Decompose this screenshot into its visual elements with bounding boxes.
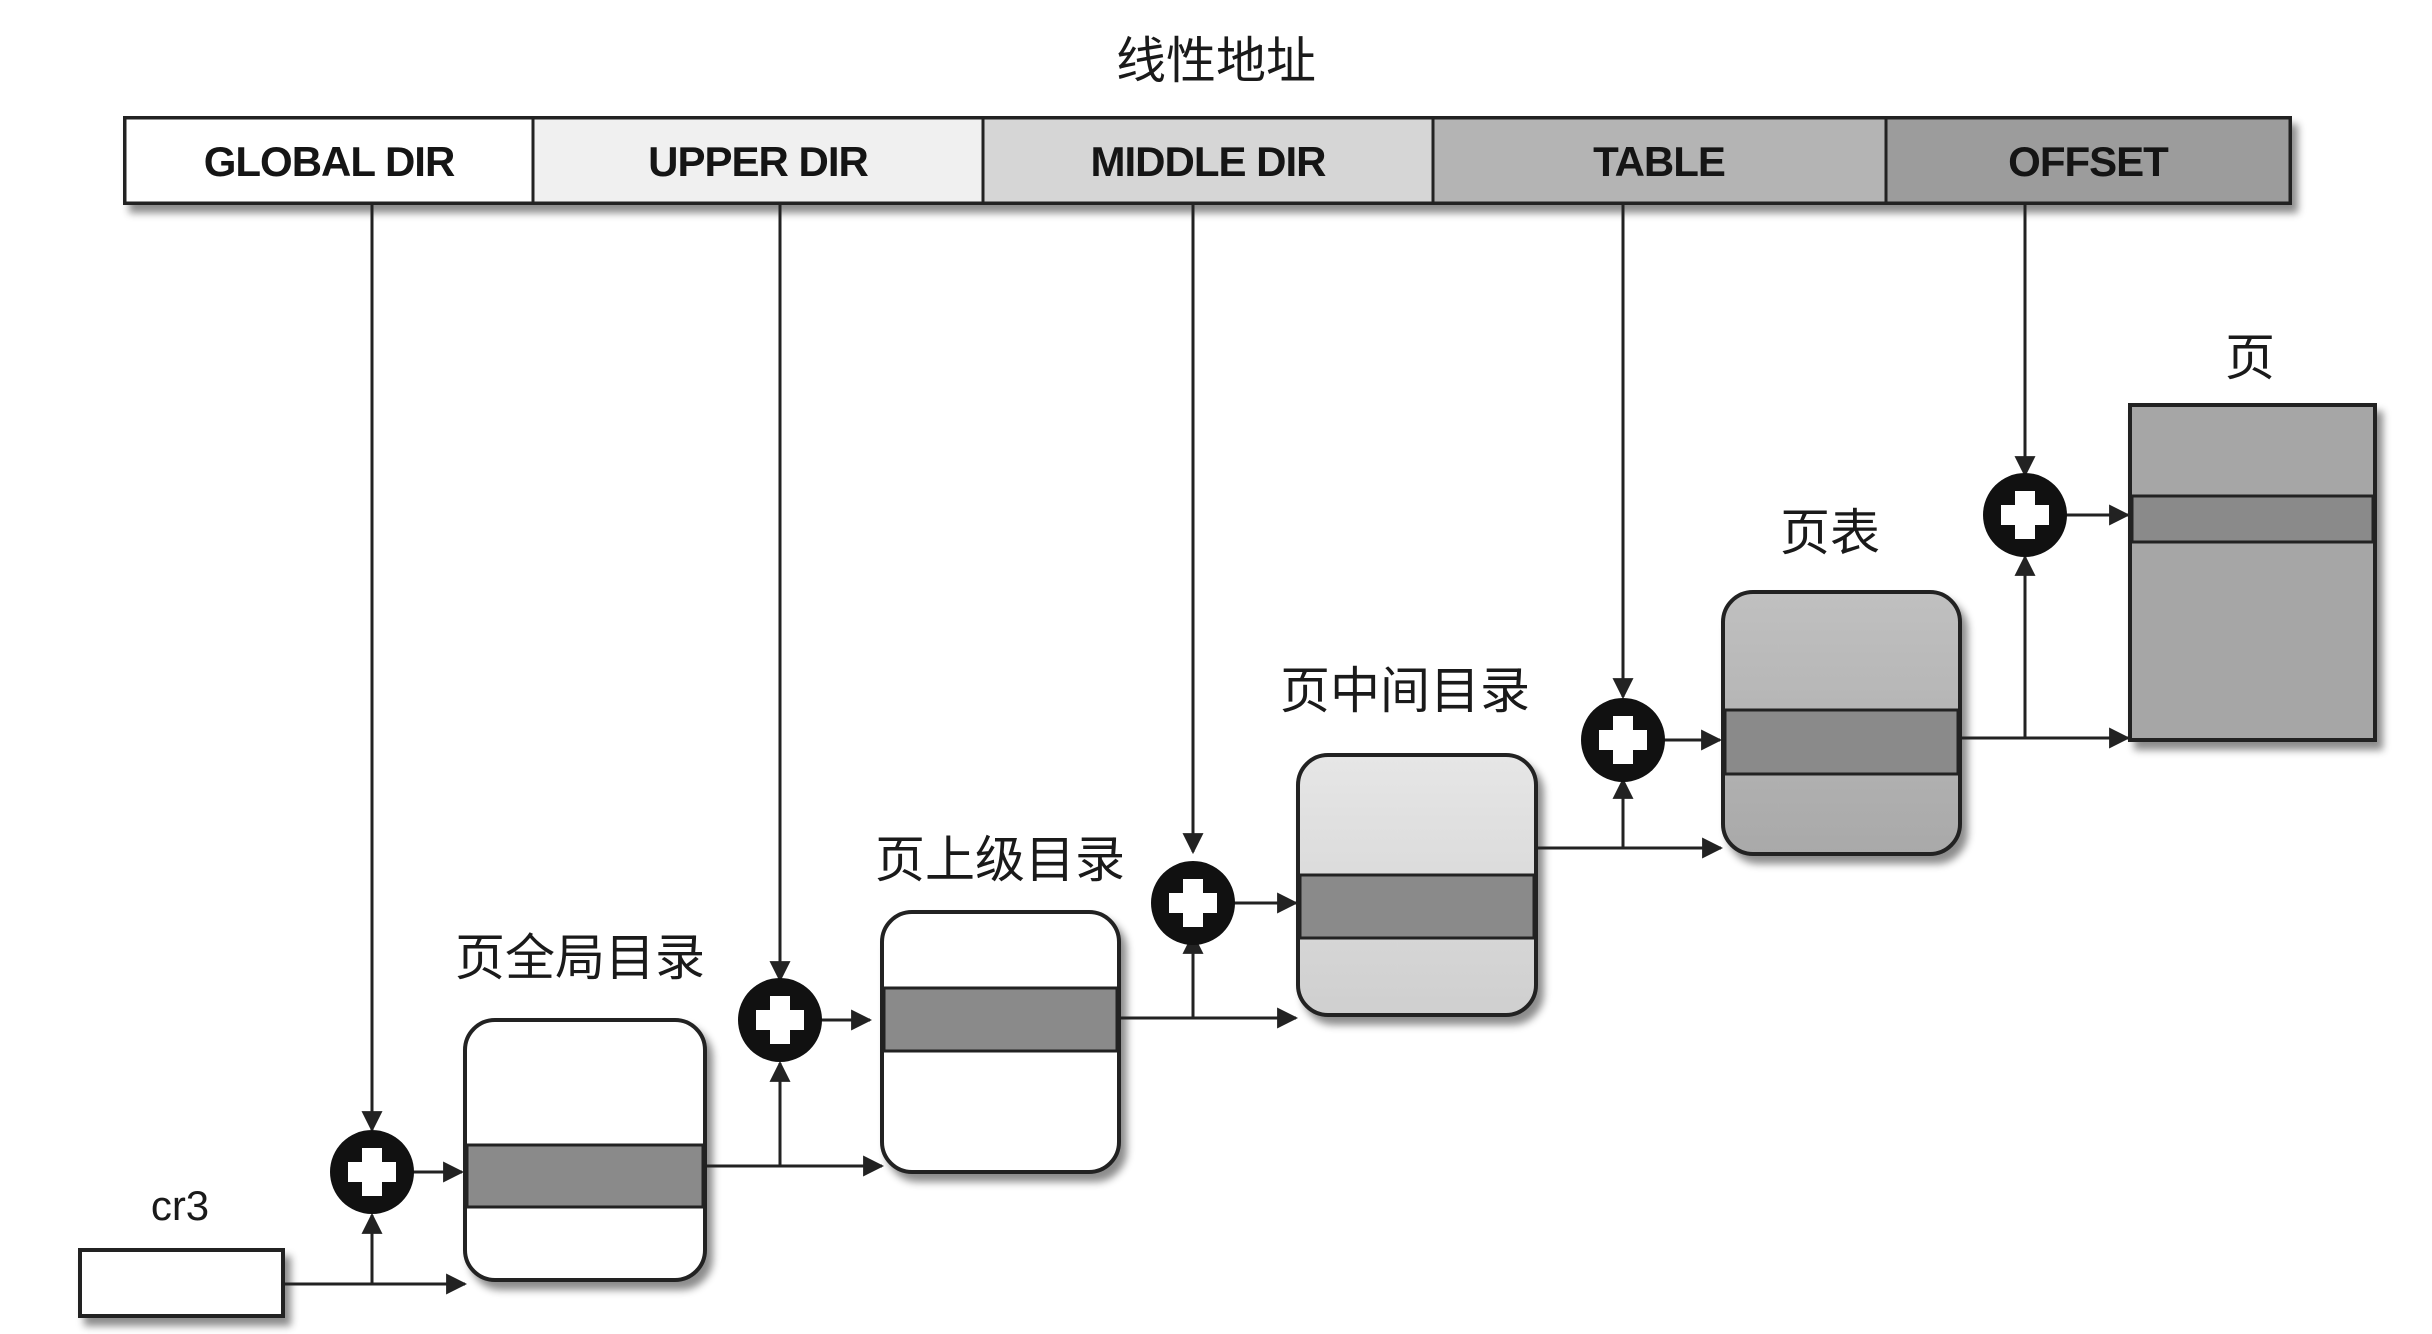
linear-address-title: 线性地址 <box>1116 32 1316 90</box>
adder-1-icon <box>330 1130 414 1214</box>
cr3-register <box>78 1248 285 1318</box>
pgd-label: 页全局目录 <box>455 929 705 987</box>
field-middle-dir-label: MIDDLE DIR <box>1091 138 1327 185</box>
pte-entry <box>1723 708 1960 776</box>
linear-address-fields: GLOBAL DIR UPPER DIR MIDDLE DIR TABLE OF… <box>123 116 2292 205</box>
connector-lines <box>284 205 2131 1295</box>
field-upper-dir <box>531 116 985 205</box>
page-frame <box>2128 403 2377 742</box>
pud-entry <box>882 986 1119 1053</box>
field-global-dir <box>123 116 535 205</box>
cr3-label: cr3 <box>151 1182 209 1229</box>
adder-4-icon <box>1581 698 1665 782</box>
field-table <box>1431 116 1888 205</box>
page-entry <box>2130 494 2375 544</box>
field-table-label: TABLE <box>1593 138 1725 185</box>
field-offset-label: OFFSET <box>2008 138 2169 185</box>
adder-3-icon <box>1151 861 1235 945</box>
field-offset <box>1884 116 2292 205</box>
pmd-entry <box>1298 873 1536 940</box>
pud-label: 页上级目录 <box>875 831 1125 889</box>
adder-2-icon <box>738 978 822 1062</box>
pgd-entry <box>465 1143 705 1209</box>
pte-label: 页表 <box>1780 504 1880 562</box>
pmd-label: 页中间目录 <box>1280 662 1530 720</box>
field-global-dir-label: GLOBAL DIR <box>204 138 455 185</box>
page-label: 页 <box>2225 329 2275 387</box>
field-upper-dir-label: UPPER DIR <box>648 138 868 185</box>
adder-5-icon <box>1983 473 2067 557</box>
